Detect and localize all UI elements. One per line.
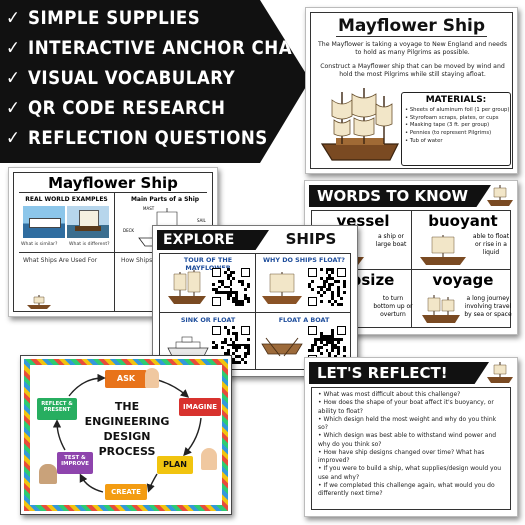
banner-item: ✓QR CODE RESEARCH (6, 98, 226, 119)
step-plan: PLAN (157, 456, 193, 474)
question-item: • If you were to build a ship, what supp… (318, 465, 502, 481)
banner-item: ✓REFLECTION QUESTIONS (6, 128, 268, 149)
vocab-word: voyage (432, 271, 494, 289)
reflect-card: LET'S REFLECT! • What was most difficult… (304, 357, 518, 517)
qr-cell-title: TOUR OF THE MAYFLOWER (183, 256, 233, 272)
vocab-definition: able to float or rise in a liquid (472, 233, 510, 257)
vocab-definition: a ship or large boat (375, 233, 407, 249)
ships-label: SHIPS (285, 230, 337, 248)
tallship-photo (67, 206, 109, 238)
materials-title: MATERIALS: (425, 95, 487, 105)
ship-illustration (320, 88, 399, 161)
materials-item: • Styrofoam scraps, plates, or cups (405, 114, 499, 121)
question-item: • How have ship designs changed over tim… (318, 448, 485, 465)
divider (312, 269, 510, 270)
cruise-ship-icon (167, 336, 209, 357)
check-icon: ✓ (6, 98, 21, 119)
part-label: SAIL (197, 218, 206, 223)
step-test: TEST & IMPROVE (57, 452, 93, 474)
materials-item: • Sheets of aluminum foil (1 per group) (405, 107, 510, 113)
materials-list: • Sheets of aluminum foil (1 per group) … (405, 107, 509, 145)
small-ship-icon (27, 295, 51, 309)
materials-item: • Pennies (to represent Pilgrims) (405, 130, 492, 137)
divider (19, 192, 207, 193)
materials-item: • Tub of water (405, 137, 443, 144)
card-title: LET'S REFLECT! (309, 362, 489, 384)
banner-item: ✓VISUAL VOCABULARY (6, 68, 236, 89)
qr-cell-title: SINK OR FLOAT (180, 316, 236, 324)
step-create: CREATE (105, 484, 147, 500)
question-item: • How does the shape of your boat affect… (318, 399, 494, 415)
cruise-photo (23, 206, 65, 238)
galleon-icon (262, 272, 302, 304)
design-process-card: THE ENGINEERING DESIGN PROCESS ASK IMAGI… (20, 355, 232, 515)
cycle-arrows (52, 373, 202, 493)
voyage-ship-icon (422, 295, 460, 323)
small-ship-icon (487, 185, 513, 206)
question-similar: What is similar? (21, 242, 58, 247)
materials-box: MATERIALS: • Sheets of aluminum foil (1 … (401, 92, 511, 166)
divider (19, 252, 207, 253)
card-title: Mayflower Ship (337, 16, 486, 36)
column-header: Main Parts of a Ship (130, 196, 200, 203)
part-label: MAST (143, 206, 155, 211)
explore-label: EXPLORE (157, 230, 269, 250)
materials-item: • Masking tape (3 ft. per group) (405, 122, 490, 129)
feature-banner: ✓SIMPLE SUPPLIES ✓INTERACTIVE ANCHOR CHA… (0, 0, 310, 163)
check-icon: ✓ (6, 38, 21, 59)
step-imagine: IMAGINE (179, 398, 221, 416)
qr-cell-title: WHY DO SHIPS FLOAT? (262, 256, 346, 264)
kid-figure (39, 464, 57, 484)
row-header: How Ships M (121, 257, 160, 264)
rowboat-icon (261, 337, 303, 357)
check-icon: ✓ (6, 8, 21, 29)
qr-grid: TOUR OF THE MAYFLOWER WHY DO SHIPS FLOAT… (159, 253, 351, 370)
step-ask: ASK (105, 370, 147, 388)
card-frame (310, 12, 513, 169)
vocab-word: buoyant (428, 212, 498, 230)
reflect-questions: • What was most difficult about this cha… (311, 387, 511, 510)
row-header: What Ships Are Used For (23, 257, 98, 264)
intro-text: The Mayflower is taking a voyage to New … (318, 41, 507, 57)
qr-cell-title: FLOAT A BOAT (278, 316, 330, 324)
vocab-definition: a long journey involving travel by sea o… (464, 295, 512, 319)
kid-figure (145, 368, 159, 388)
step-reflect: REFLECT & PRESENT (37, 398, 77, 420)
divider (336, 36, 487, 37)
check-icon: ✓ (6, 68, 21, 89)
card-title: WORDS TO KNOW (309, 185, 491, 207)
banner-item: ✓SIMPLE SUPPLIES (6, 8, 201, 29)
process-title: THE ENGINEERING DESIGN PROCESS (84, 400, 170, 458)
vocab-definition: to turn bottom up or overturn (373, 295, 413, 319)
question-item: • Which design held the most weight and … (318, 415, 497, 432)
question-item: • What was most difficult about this cha… (318, 391, 461, 398)
question-different: What is different? (69, 242, 110, 247)
anchor-chart-card: Mayflower Ship REAL WORLD EXAMPLES Main … (8, 167, 218, 317)
task-text: Construct a Mayflower ship that can be m… (320, 63, 505, 79)
banner-item: ✓INTERACTIVE ANCHOR CHARTS (6, 38, 329, 59)
card-title: Mayflower Ship (48, 174, 178, 192)
kid-figure (201, 448, 217, 470)
part-label: DECK (123, 228, 135, 233)
explore-ships-card: EXPLORE SHIPS TOUR OF THE MAYFLOWER WHY … (152, 225, 358, 377)
question-item: • If we completed this challenge again, … (318, 481, 495, 498)
qr-code[interactable] (308, 268, 346, 306)
mayflower-ship-icon (168, 270, 206, 304)
column-header: REAL WORLD EXAMPLES (25, 196, 108, 203)
small-ship-icon (487, 362, 513, 383)
qr-code[interactable] (212, 268, 250, 306)
buoyant-ship-icon (420, 235, 466, 265)
mayflower-challenge-card: Mayflower Ship The Mayflower is taking a… (305, 7, 518, 174)
check-icon: ✓ (6, 128, 21, 149)
question-item: • Which design was best able to withstan… (318, 432, 497, 448)
